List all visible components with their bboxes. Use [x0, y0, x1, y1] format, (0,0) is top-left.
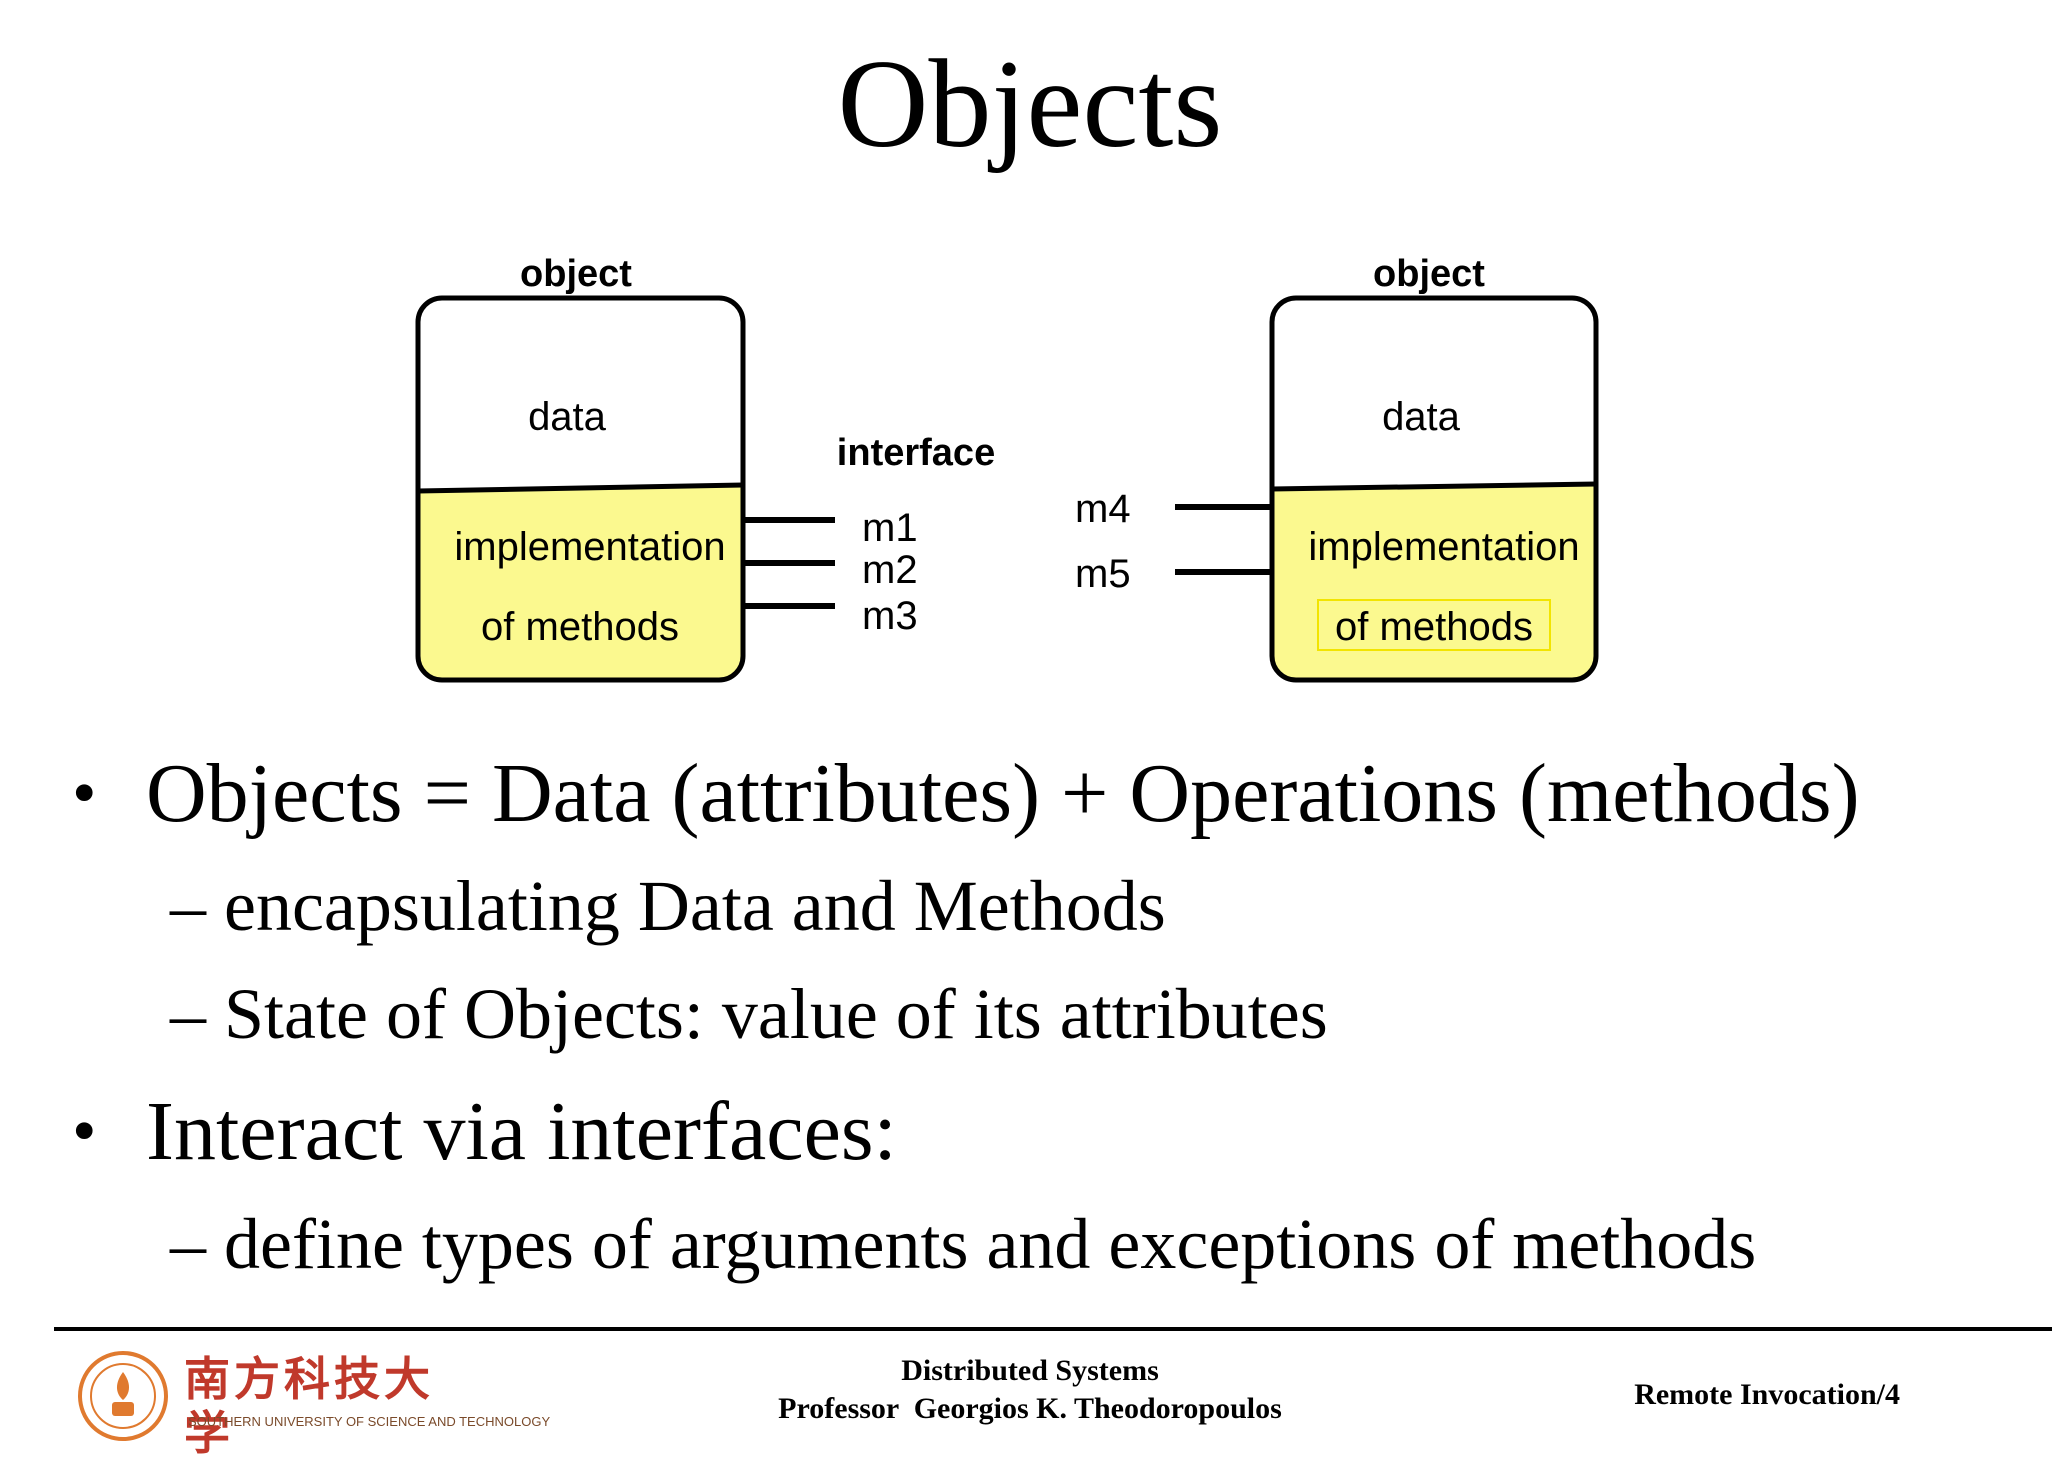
left-object-label: object	[520, 253, 632, 295]
sub-bullet-dash: –	[170, 974, 224, 1054]
bullet-text: Objects = Data (attributes) + Operations…	[146, 747, 1860, 840]
bullet-item: • Interact via interfaces:	[72, 1084, 897, 1180]
method-label-m5: m5	[1075, 552, 1131, 596]
method-label-m1: m1	[862, 506, 918, 550]
footer-course: Distributed Systems	[901, 1354, 1159, 1387]
slide-title: Objects	[837, 35, 1223, 174]
sub-bullet-text: define types of arguments and exceptions…	[224, 1204, 1757, 1284]
left-object: object data implementation of methods	[415, 253, 746, 683]
bullet-text: Interact via interfaces:	[146, 1085, 897, 1178]
method-label-m3: m3	[862, 594, 918, 638]
left-object-impl-line1: implementation	[454, 525, 725, 569]
bullet-marker: •	[72, 1093, 97, 1170]
right-object-label: object	[1373, 253, 1485, 295]
method-label-m2: m2	[862, 548, 918, 592]
sub-bullet-item: – define types of arguments and exceptio…	[170, 1202, 1756, 1286]
logo-english-name: SOUTHERN UNIVERSITY OF SCIENCE AND TECHN…	[188, 1414, 551, 1429]
left-object-data-label: data	[528, 395, 607, 439]
interface-label: interface	[837, 432, 995, 474]
right-object: object data implementation of methods	[1269, 253, 1599, 683]
footer-divider	[54, 1327, 2052, 1331]
objects-diagram: object data implementation of methods m1…	[415, 253, 1599, 683]
bullet-marker: •	[72, 755, 97, 832]
university-logo: 南方科技大学 SOUTHERN UNIVERSITY OF SCIENCE AN…	[76, 1350, 550, 1460]
footer-professor: Professor Georgios K. Theodoropoulos	[778, 1392, 1282, 1425]
footer-course-info: Distributed Systems Professor Georgios K…	[700, 1352, 1360, 1428]
right-interface-stubs: m4 m5	[1075, 487, 1272, 596]
sub-bullet-dash: –	[170, 866, 224, 946]
sub-bullet-item: – encapsulating Data and Methods	[170, 864, 1166, 948]
right-object-impl-area	[1272, 484, 1596, 680]
right-object-impl-line2: of methods	[1335, 605, 1533, 649]
left-object-divider	[417, 482, 744, 494]
logo-chinese-name: 南方科技大学	[184, 1352, 434, 1460]
footer-page-label: Remote Invocation/4	[1634, 1378, 1900, 1411]
sub-bullet-item: – State of Objects: value of its attribu…	[170, 972, 1328, 1056]
method-label-m4: m4	[1075, 487, 1131, 531]
right-object-divider	[1271, 481, 1597, 492]
right-object-selection-box	[1317, 599, 1551, 651]
bullet-item: • Objects = Data (attributes) + Operatio…	[72, 746, 1860, 842]
left-interface-stubs: m1 m2 m3	[745, 506, 918, 638]
sub-bullet-dash: –	[170, 1204, 224, 1284]
university-seal-icon	[78, 1351, 168, 1441]
left-object-impl-line2: of methods	[481, 605, 679, 649]
left-object-impl-area	[418, 485, 743, 680]
right-object-data-label: data	[1382, 395, 1461, 439]
sub-bullet-text: encapsulating Data and Methods	[224, 866, 1166, 946]
right-object-impl-line1: implementation	[1308, 525, 1579, 569]
sub-bullet-text: State of Objects: value of its attribute…	[224, 974, 1328, 1054]
